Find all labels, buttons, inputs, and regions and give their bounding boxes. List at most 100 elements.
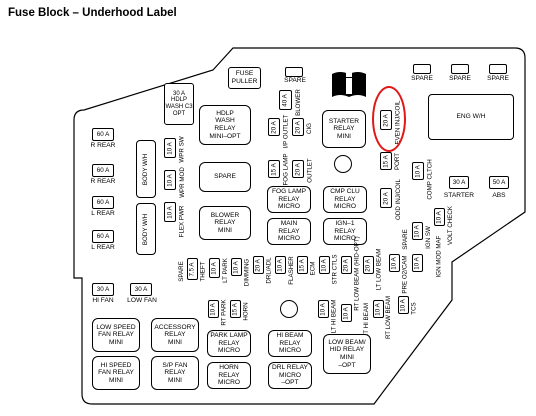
cig-label: CIG — [306, 122, 314, 134]
str-ctls-fuse: 10 A — [319, 256, 330, 274]
blower-relay: BLOWER RELAY MINI — [199, 206, 251, 240]
cmp-clu-relay: CMP CLU RELAY MICRO — [323, 186, 367, 213]
cig-fuse: 20 A — [292, 118, 304, 136]
ign1-relay: IGN–1 RELAY MICRO — [323, 218, 367, 245]
maxi-fuse-3-label: L REAR — [91, 210, 115, 217]
blower-label: BLOWER — [294, 88, 302, 116]
fog-lamp-label: FOG LAMP — [282, 153, 290, 185]
rt-low-beam-fuse: 10 A — [373, 300, 384, 318]
fog-lamp-fuse: 15 A — [268, 160, 280, 178]
rt-low-beam-label: RT LOW BEAM — [385, 295, 393, 339]
mounting-hole-lower — [280, 300, 298, 318]
maxi-fuse-1-label: R REAR — [90, 142, 116, 149]
mounting-hole-upper — [334, 155, 352, 173]
lt-low-beam-fuse: 20 A — [363, 256, 374, 274]
wpr-sw-label: WPR SW — [178, 135, 186, 163]
wpr-mod-label: WPR MOD — [178, 166, 186, 198]
abs-fuse: 50 A — [489, 176, 509, 189]
flex-pwr-fuse: 10 A — [164, 202, 176, 222]
rt-park-fuse: 10 A — [208, 300, 219, 318]
drl-adl-label: DRL/ADL — [265, 256, 273, 284]
drl-adl-fuse: 20 A — [253, 256, 264, 274]
drl-relay: DRL RELAY MICRO –OPT — [268, 362, 312, 389]
hi-fan-label: HI FAN — [92, 297, 114, 304]
maxi-fuse-1: 60 A — [92, 128, 114, 141]
tcs-fuse: 10 A — [398, 296, 409, 314]
right-col-d-0-label: IGN MOD MAF — [435, 235, 443, 277]
highlight-circle — [372, 86, 406, 152]
right-col-a-0-label: SPARE — [401, 228, 409, 250]
spare-fuse-top-1 — [285, 67, 303, 77]
flasher-fuse: 10 A — [275, 256, 286, 274]
maxi-fuse-2: 60 A — [92, 164, 114, 177]
starter-relay: STARTER RELAY MINI — [322, 110, 366, 148]
sp-fan-relay: S/P FAN RELAY MINI — [151, 356, 199, 390]
outlet-label: OUTLET — [306, 157, 314, 183]
ip-outlet-fuse: 20 A — [268, 118, 280, 136]
comp-clutch-fuse: 10 A — [412, 162, 424, 180]
lt-hi-beam-fuse: 10 A — [318, 300, 329, 318]
str-ctls-label: STR CTLS — [331, 254, 339, 284]
pre-o2-cam-fuse: 10 A — [389, 254, 400, 272]
dimming-fuse: 10 A — [231, 258, 242, 276]
ecm-label: ECM — [309, 261, 317, 275]
right-col-b-0-fuse: 10 A — [412, 222, 423, 240]
hdlp-wash-c3-fuse: 30 A HDLP WASH C3 OPT — [164, 83, 194, 125]
wpr-mod-fuse: 10 A — [164, 170, 176, 190]
low-fan-fuse: 30 A — [130, 283, 152, 296]
theft-fuse: 7.5 A — [187, 258, 198, 280]
lt-low-beam-label: LT LOW BEAM — [375, 248, 383, 290]
spare-label-top-2: SPARE — [411, 75, 433, 82]
rt-hi-beam-fuse: 10 A — [341, 304, 352, 322]
hi-speed-fan-relay: HI SPEED FAN RELAY MINI — [92, 356, 140, 390]
main-relay: MAIN RELAY MICRO — [267, 218, 311, 245]
bottom-fuse-spare-label: SPARE — [177, 260, 185, 282]
rt-low-beam-hid-fuse: 20 A — [341, 256, 352, 274]
eng-wh-connector: ENG W/H — [428, 94, 514, 140]
hi-beam-relay: HI BEAM RELAY MICRO — [268, 330, 312, 357]
spare-fuse-top-4 — [489, 64, 507, 74]
lt-hi-beam-label: LT HI BEAM — [330, 299, 338, 333]
maxi-fuse-4: 60 A — [92, 230, 114, 243]
rt-park-label: RT PARK — [220, 298, 228, 326]
low-fan-label: LOW FAN — [127, 297, 157, 304]
port-label: PORT — [394, 152, 402, 170]
horn-relay: HORN RELAY MICRO — [207, 362, 251, 389]
lt-park-label: LT PARK — [221, 257, 229, 283]
tcs-label: TCS — [410, 301, 418, 315]
right-col-c-0-label: VOLT CHECK — [446, 205, 454, 245]
odd-inj-coil-fuse: 20 A — [380, 188, 392, 208]
starter-label: STARTER — [443, 192, 475, 199]
right-col-b-0-label: IGN SW — [424, 225, 432, 249]
ecm-fuse: 15 A — [297, 256, 308, 274]
right-col-c-0-fuse: 10 A — [434, 208, 445, 226]
low-beam-hid-relay: LOW BEAM/ HID RELAY MINI –OPT — [323, 334, 371, 374]
horn-label: HORN — [242, 301, 250, 321]
spare-fuse-top-3 — [451, 64, 469, 74]
spare-relay-mid: SPARE — [199, 162, 251, 192]
park-lamp-relay: PARK LAMP RELAY MICRO — [207, 330, 251, 357]
abs-label: ABS — [492, 192, 506, 199]
horn-fuse: 15 A — [230, 300, 241, 318]
body-wh-connector-2: BODY W/H — [136, 203, 156, 255]
theft-label: THEFT — [199, 261, 207, 281]
hi-fan-fuse: 30 A — [92, 283, 114, 296]
comp-clutch-label: COMP CLTCH — [426, 158, 434, 200]
lt-park-fuse: 10 A — [209, 258, 220, 278]
ip-outlet-label: I/P OUTLET — [282, 114, 290, 148]
rt-low-beam-hid-label: RT LOW BEAM (HID-OPT) — [353, 235, 361, 311]
port-fuse: 15 A — [380, 152, 392, 170]
fog-lamp-relay: FOG LAMP RELAY MICRO — [267, 186, 311, 213]
body-wh-connector-1: BODY W/H — [136, 140, 156, 198]
fuse-puller: FUSE PULLER — [228, 67, 261, 89]
flex-pwr-label: FLEX PWR — [178, 205, 186, 237]
odd-inj-coil-label: ODD INJ/COIL — [394, 178, 402, 220]
hdlp-wash-relay: HDLP WASH RELAY MINI–OPT — [199, 105, 251, 145]
spare-label-top-3: SPARE — [449, 75, 471, 82]
right-col-d-0-fuse: 10 A — [412, 254, 423, 272]
spare-fuse-top-2 — [413, 64, 431, 74]
starter-fuse: 30 A — [449, 176, 469, 189]
page-title: Fuse Block – Underhood Label — [8, 7, 177, 19]
flasher-label: FLASHER — [287, 255, 295, 285]
